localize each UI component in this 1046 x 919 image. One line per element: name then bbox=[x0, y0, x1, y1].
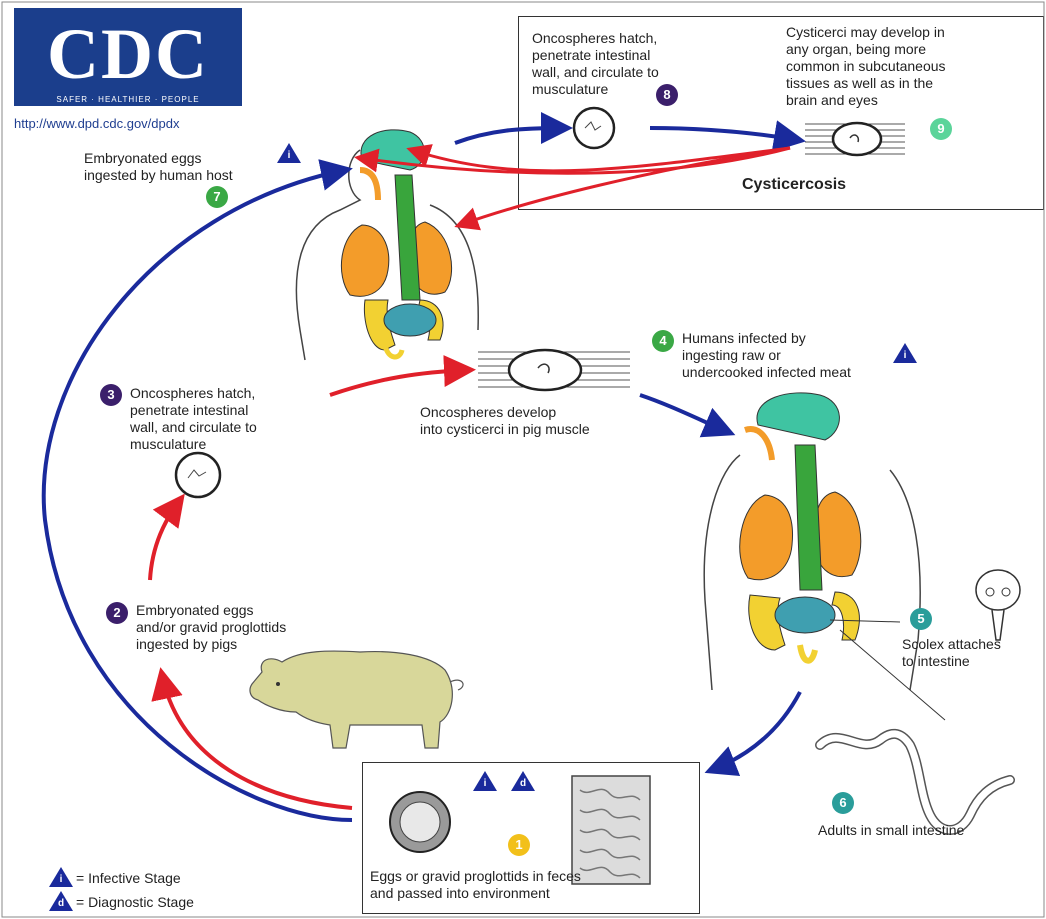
lower-human-figure bbox=[703, 392, 946, 721]
infective-stage-marker-1: i bbox=[472, 770, 498, 792]
stage-6-label: Adults in small intestine bbox=[818, 822, 965, 838]
stage-9-label: Cysticerci may develop in any organ, bei… bbox=[786, 24, 946, 108]
proglottid-stage-1 bbox=[571, 775, 651, 885]
arrows-red bbox=[148, 144, 791, 810]
stage-4-badge: 4 bbox=[652, 330, 674, 352]
legend-diagnostic-label: = Diagnostic Stage bbox=[76, 894, 194, 910]
cdc-logo-text: CDC bbox=[47, 14, 209, 94]
infective-stage-marker-7: i bbox=[276, 142, 302, 164]
cyst-stage-8 bbox=[572, 106, 616, 150]
stage-1-box bbox=[362, 762, 700, 914]
cdc-logo: CDC SAFER · HEALTHIER · PEOPLE bbox=[14, 8, 242, 106]
lower-lung-right bbox=[814, 491, 862, 577]
stage-2-label: Embryonated eggs and/or gravid proglotti… bbox=[136, 602, 287, 652]
cyst-stage-9 bbox=[805, 121, 905, 157]
egg-stage-1 bbox=[389, 791, 451, 853]
stage-3-label: Oncospheres hatch, penetrate intestinal … bbox=[130, 385, 257, 452]
stage-8-label: Oncospheres hatch, penetrate intestinal … bbox=[532, 30, 659, 97]
scolex-illustration bbox=[975, 569, 1021, 641]
cysticercosis-title: Cysticercosis bbox=[742, 176, 847, 193]
cyst-stage-3 bbox=[174, 451, 222, 499]
stage-6-badge: 6 bbox=[832, 792, 854, 814]
stage-7-label: Embryonated eggs ingested by human host bbox=[84, 150, 233, 183]
upper-human-figure bbox=[295, 129, 479, 361]
upper-lung-left bbox=[340, 224, 390, 297]
lower-lung-left bbox=[739, 494, 794, 581]
stage-3-badge: 3 bbox=[100, 384, 122, 406]
arrows-blue bbox=[41, 112, 806, 822]
infective-stage-marker-4: i bbox=[892, 342, 918, 364]
adult-worm-illustration bbox=[815, 728, 1015, 835]
pig-muscle-label: Oncospheres develop into cysticerci in p… bbox=[420, 404, 590, 437]
stage-4-label: Humans infected by ingesting raw or unde… bbox=[682, 330, 851, 380]
legend-infective-label: = Infective Stage bbox=[76, 870, 181, 886]
stage-5-label: Scolex attaches to intestine bbox=[902, 636, 1001, 669]
cdc-logo-tagline: SAFER · HEALTHIER · PEOPLE bbox=[56, 95, 200, 104]
stage-9-badge: 9 bbox=[930, 118, 952, 140]
stage-5-badge: 5 bbox=[910, 608, 932, 630]
stage-1-label: Eggs or gravid proglottids in feces and … bbox=[370, 868, 581, 901]
diagnostic-stage-marker-1: d bbox=[510, 770, 536, 792]
stage-8-badge: 8 bbox=[656, 84, 678, 106]
stage-1-badge: 1 bbox=[508, 834, 530, 856]
source-url: http://www.dpd.cdc.gov/dpdx bbox=[14, 116, 180, 131]
stage-7-badge: 7 bbox=[206, 186, 228, 208]
cyst-pig-muscle bbox=[478, 348, 630, 392]
legend-infective-icon: i bbox=[48, 866, 74, 888]
stage-2-badge: 2 bbox=[106, 602, 128, 624]
lower-brain bbox=[756, 392, 840, 441]
pig-illustration bbox=[249, 650, 464, 749]
legend-diagnostic-icon: d bbox=[48, 890, 74, 912]
